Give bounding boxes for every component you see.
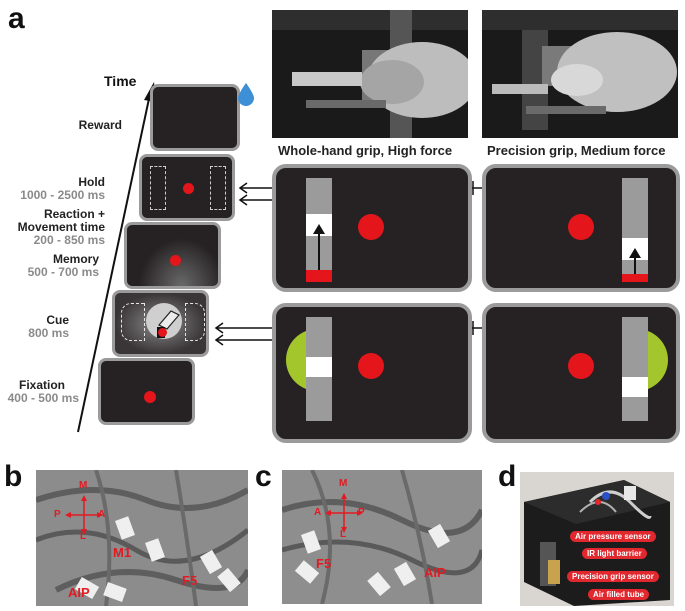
photo-whole-hand-grip [272,10,468,138]
force-cue-window [622,377,648,397]
area-label-f5-b: F5 [182,573,198,588]
condition-title-precision: Precision grip, Medium force [487,143,666,158]
cue-target-dot-precision [568,353,594,379]
panel-letter-c: c [255,460,272,493]
phase-time-fixation: 400 - 500 ms [7,391,79,405]
screen-cue [112,290,209,357]
link-arrows-hold [238,182,275,206]
hold-fixation-dot [183,183,194,194]
hold-target-outline-right [210,166,226,210]
phase-label-cue: Cue [46,313,69,327]
phase-time-cue: 800 ms [28,326,69,340]
phase-label-reaction: Reaction + [43,207,105,221]
area-label-aip-c: AIP [424,565,446,580]
panel-letter-b: b [4,460,23,493]
phase-time-hold: 1000 - 2500 ms [20,188,105,202]
fixation-dot [144,391,156,403]
hold-target-dot-precision [568,214,594,240]
phase-time-memory: 500 - 700 ms [27,265,99,279]
condition-title-whole-hand: Whole-hand grip, High force [278,143,453,158]
brain-photo-b [36,470,248,606]
phase-label-hold: Hold [78,175,105,189]
cue-target-dot-whole-hand [358,353,384,379]
phase-time-movement: 200 - 850 ms [33,233,105,247]
brain-photo-c [282,470,482,604]
compass-c-a: A [314,507,322,518]
force-red-fill [306,270,332,282]
compass-b-p: P [54,509,61,520]
area-label-m1: M1 [113,545,132,560]
panel-letter-a: a [8,2,25,35]
cue-outline-right [185,303,205,341]
phase-label-movement-time: Movement time [17,220,105,234]
hold-screen-whole-hand [272,164,472,292]
screen-hold [139,154,235,221]
panel-letter-d: d [498,460,517,493]
phase-label-reward: Reward [78,118,122,132]
phase-label-fixation: Fixation [18,378,65,392]
hold-target-dot-whole-hand [358,214,384,240]
hold-target-outline-left [150,166,166,210]
compass-c [325,493,363,533]
hold-screen-precision [482,164,680,292]
cue-outline-left [121,303,145,341]
force-bar [622,317,648,421]
compass-c-p: P [358,507,365,518]
water-drop-icon [238,83,254,106]
screen-reward [150,84,240,151]
device-label-air-pressure-sensor: Air pressure sensor [570,531,656,542]
device-label-ir-light-barrier: IR light barrier [582,548,647,559]
cue-screen-whole-hand [272,303,472,443]
compass-c-m: M [339,478,348,489]
screen-memory [124,222,221,289]
photo-precision-grip [482,10,678,138]
compass-c-l: L [340,529,347,540]
compass-b-l: L [80,531,87,542]
cue-screen-precision [482,303,680,443]
time-axis-label: Time [104,73,137,89]
compass-b-m: M [79,480,88,491]
link-arrows-cue [214,322,275,346]
area-label-aip-b: AIP [68,585,90,600]
memory-fixation-dot [170,255,181,266]
phase-label-memory: Memory [52,252,99,266]
force-red-fill [622,274,648,282]
device-label-precision-grip-sensor: Precision grip sensor [567,571,659,582]
area-label-f5-c: F5 [316,556,332,571]
force-cue-window [306,357,332,377]
device-label-air-filled-tube: Air filled tube [588,589,650,600]
compass-b [65,495,103,535]
force-up-arrow-icon [313,224,325,270]
compass-b-a: A [98,509,106,520]
force-up-arrow-icon [629,248,641,274]
cue-fixation-dot [158,328,167,337]
screen-fixation [98,358,195,425]
